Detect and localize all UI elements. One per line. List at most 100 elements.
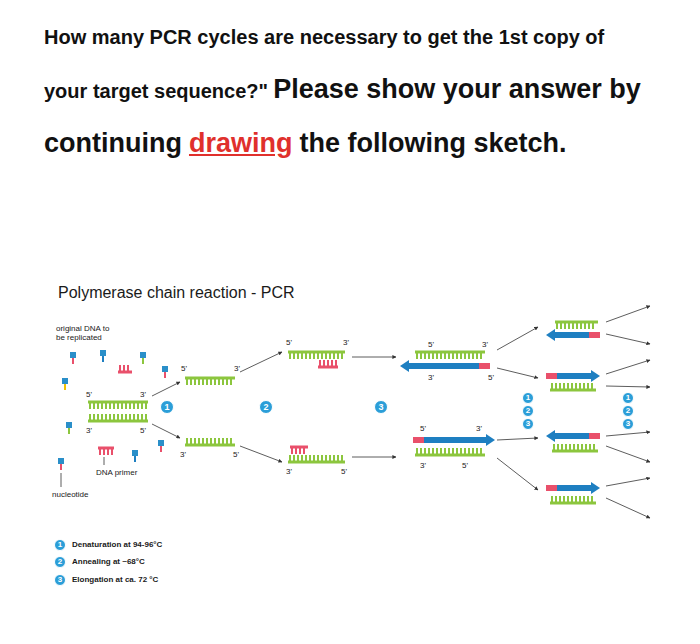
base-tooth <box>113 414 115 421</box>
base-tooth <box>580 322 582 329</box>
callout-number: 3 <box>622 418 634 430</box>
nucleotide-symbol <box>100 350 106 362</box>
base-tooth <box>591 496 593 503</box>
base-tooth <box>202 378 204 385</box>
base-tooth <box>460 352 462 359</box>
base-tooth <box>230 438 232 445</box>
base-tooth <box>297 352 299 359</box>
base-tooth <box>127 365 129 372</box>
base-tooth <box>218 438 220 445</box>
base-tooth <box>313 352 315 359</box>
base-tooth <box>89 414 91 421</box>
dna-strand <box>185 377 235 386</box>
base-tooth <box>309 352 311 359</box>
base-tooth <box>321 352 323 359</box>
arrow-head <box>546 430 555 442</box>
nucleotide-symbol <box>158 440 164 452</box>
base-tooth <box>428 352 430 359</box>
base-tooth <box>125 402 127 409</box>
strand-end-label: nucleotide <box>52 490 88 499</box>
dna-strand <box>98 447 114 456</box>
strand-end-label: 5' <box>420 424 426 433</box>
base-tooth <box>468 448 470 455</box>
base-tooth <box>186 378 188 385</box>
base-tooth <box>589 444 591 451</box>
base-tooth <box>119 365 121 372</box>
base-tooth <box>301 352 303 359</box>
base-tooth <box>101 414 103 421</box>
base-tooth <box>111 448 113 455</box>
callout-number: 2 <box>522 405 534 417</box>
base-tooth <box>89 402 91 409</box>
base-tooth <box>291 447 293 454</box>
base-tooth <box>564 322 566 329</box>
base-tooth <box>129 402 131 409</box>
strand-end-label: 5' <box>488 373 494 382</box>
base-tooth <box>576 322 578 329</box>
base-tooth <box>420 352 422 359</box>
primer-part <box>479 363 490 369</box>
base-tooth <box>226 438 228 445</box>
callout-number: 2 <box>54 556 66 568</box>
base-tooth <box>592 322 594 329</box>
arrow-body <box>553 433 600 439</box>
base-tooth <box>563 496 565 503</box>
base-tooth <box>329 352 331 359</box>
base-tooth <box>480 352 482 359</box>
new-strand-arrow <box>546 430 600 442</box>
base-tooth <box>583 383 585 390</box>
strand-end-label: 3' <box>286 467 292 476</box>
base-tooth <box>456 448 458 455</box>
base-tooth <box>424 448 426 455</box>
base-tooth <box>97 402 99 409</box>
base-tooth <box>424 352 426 359</box>
base-tooth <box>305 455 307 462</box>
nucleotide-head <box>70 352 76 358</box>
base-tooth <box>468 352 470 359</box>
base-tooth <box>560 322 562 329</box>
base-tooth <box>333 352 335 359</box>
strand-end-label: 3' <box>140 390 146 399</box>
flow-arrow <box>606 446 650 462</box>
dna-strand <box>550 496 596 505</box>
arrow-body <box>553 332 600 338</box>
flow-arrow <box>352 357 396 358</box>
base-tooth <box>555 383 557 390</box>
base-tooth <box>125 414 127 421</box>
base-tooth <box>101 402 103 409</box>
base-tooth <box>289 352 291 359</box>
strand-end-label: 3' <box>180 450 186 459</box>
flow-arrow <box>606 478 650 486</box>
dna-strand <box>88 401 148 410</box>
base-tooth <box>581 444 583 451</box>
base-tooth <box>456 352 458 359</box>
callout-number: 2 <box>622 405 634 417</box>
strand-end-label: 5' <box>233 450 239 459</box>
base-tooth <box>480 448 482 455</box>
base-tooth <box>587 383 589 390</box>
base-tooth <box>145 414 147 421</box>
base-tooth <box>416 352 418 359</box>
flow-arrow <box>606 432 650 436</box>
nucleotide-head <box>58 458 64 464</box>
base-tooth <box>568 322 570 329</box>
base-tooth <box>420 448 422 455</box>
new-strand-arrow <box>546 482 600 494</box>
base-tooth <box>579 383 581 390</box>
base-tooth <box>141 414 143 421</box>
base-tooth <box>99 448 101 455</box>
base-tooth <box>97 414 99 421</box>
arrow-head <box>400 360 409 372</box>
strand-end-label: 3' <box>482 340 488 349</box>
strand-end-label: 5' <box>341 467 347 476</box>
base-tooth <box>103 448 105 455</box>
callout-number: 1 <box>160 400 174 414</box>
nucleotide-stem <box>64 384 66 390</box>
strand-end-label: 3' <box>428 373 434 382</box>
base-tooth <box>107 448 109 455</box>
base-tooth <box>329 455 331 462</box>
base-tooth <box>448 448 450 455</box>
base-tooth <box>145 402 147 409</box>
base-tooth <box>319 360 321 367</box>
new-strand-arrow <box>546 329 600 341</box>
